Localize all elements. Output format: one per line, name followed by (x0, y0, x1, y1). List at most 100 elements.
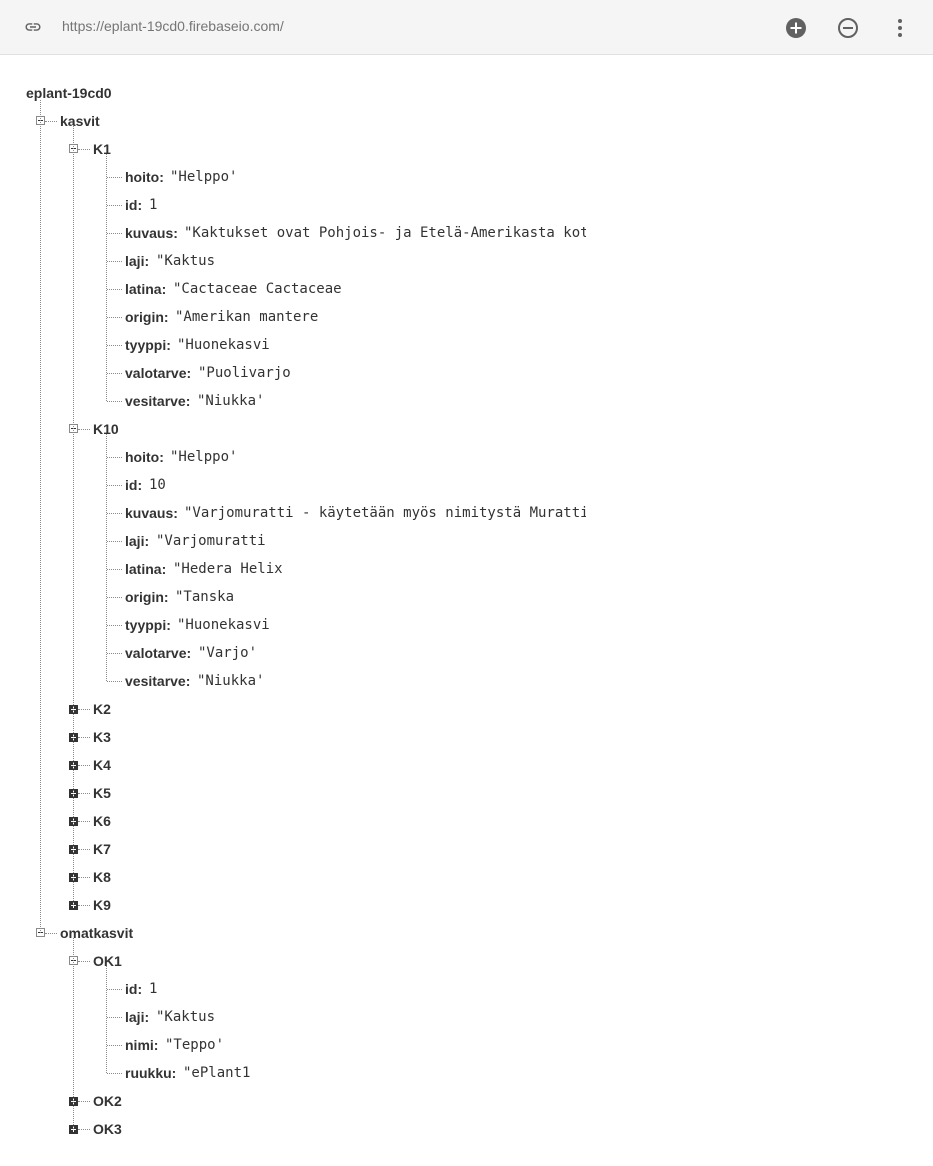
tree-line (107, 289, 122, 290)
field-value[interactable]: 1 (149, 197, 158, 213)
tree-line (78, 709, 90, 710)
more-vert-icon[interactable] (888, 16, 912, 40)
node-kasvit[interactable]: kasvit (60, 113, 100, 129)
tree-line (106, 966, 107, 1073)
tree-line (107, 457, 122, 458)
database-url: https://eplant-19cd0.firebaseio.com/ (62, 18, 284, 34)
field-value[interactable]: 10 (149, 477, 166, 493)
field-value[interactable]: "Varjomuratti - käytetään myös nimitystä… (184, 505, 586, 521)
field-value[interactable]: "Huonekasvi (177, 337, 270, 353)
field-value[interactable]: "Niukka' (197, 393, 265, 409)
field-key: kuvaus: (125, 225, 178, 241)
tree-line (73, 126, 74, 905)
tree-line (73, 938, 74, 1129)
tree-line (78, 793, 90, 794)
tree-line (78, 149, 90, 150)
field-value[interactable]: "Cactaceae Cactaceae (173, 281, 342, 297)
node-OK1[interactable]: OK1 (93, 953, 122, 969)
field-value[interactable]: "Varjomuratti (156, 533, 266, 549)
node-K8[interactable]: K8 (93, 869, 111, 885)
tree-line (78, 429, 90, 430)
field-key: id: (125, 477, 143, 493)
field-key: id: (125, 197, 143, 213)
tree-line (107, 1045, 122, 1046)
field-key: origin: (125, 309, 169, 325)
node-K10[interactable]: K10 (93, 421, 119, 437)
tree-line (107, 261, 122, 262)
root-node-label: eplant-19cd0 (26, 85, 112, 101)
field-value[interactable]: 1 (149, 981, 158, 997)
node-K2[interactable]: K2 (93, 701, 111, 717)
field-value[interactable]: "Kaktus (156, 1009, 216, 1025)
node-K7[interactable]: K7 (93, 841, 111, 857)
tree-line (107, 513, 122, 514)
tree-line (107, 989, 122, 990)
field-key: valotarve: (125, 365, 192, 381)
remove-circle-icon[interactable] (836, 16, 860, 40)
tree-line (45, 933, 57, 934)
tree-line (107, 1073, 122, 1074)
field-value[interactable]: "Huonekasvi (177, 617, 270, 633)
node-OK3[interactable]: OK3 (93, 1121, 122, 1137)
field-key: nimi: (125, 1037, 159, 1053)
tree-line (78, 1101, 90, 1102)
node-K5[interactable]: K5 (93, 785, 111, 801)
field-key: laji: (125, 253, 150, 269)
field-value[interactable]: "ePlant1 (183, 1065, 251, 1081)
field-value[interactable]: "Kaktus (156, 253, 216, 269)
tree-line (107, 233, 122, 234)
node-omatkasvit[interactable]: omatkasvit (60, 925, 134, 941)
field-value[interactable]: "Helppo' (170, 449, 238, 465)
node-K4[interactable]: K4 (93, 757, 111, 773)
tree-line (78, 877, 90, 878)
link-icon (25, 23, 41, 31)
field-value[interactable]: "Tanska (175, 589, 235, 605)
field-key: tyyppi: (125, 337, 171, 353)
toolbar: https://eplant-19cd0.firebaseio.com/ (0, 0, 933, 55)
node-K3[interactable]: K3 (93, 729, 111, 745)
tree-line (78, 737, 90, 738)
field-value[interactable]: "Kaktukset ovat Pohjois- ja Etelä-Amerik… (184, 225, 586, 241)
tree-line (107, 597, 122, 598)
field-value[interactable]: "Niukka' (197, 673, 265, 689)
node-K9[interactable]: K9 (93, 897, 111, 913)
tree-line (107, 205, 122, 206)
tree-line (78, 961, 90, 962)
field-key: kuvaus: (125, 505, 178, 521)
field-value[interactable]: "Hedera Helix (173, 561, 283, 577)
tree-line (107, 373, 122, 374)
tree-line (107, 541, 122, 542)
tree-line (78, 1129, 90, 1130)
field-key: latina: (125, 561, 167, 577)
tree-line (107, 1017, 122, 1018)
node-OK2[interactable]: OK2 (93, 1093, 122, 1109)
tree-line (106, 434, 107, 681)
field-key: tyyppi: (125, 617, 171, 633)
tree-line (78, 765, 90, 766)
field-value[interactable]: "Helppo' (170, 169, 238, 185)
tree-line (107, 625, 122, 626)
tree-line (78, 905, 90, 906)
tree-line (107, 485, 122, 486)
field-value[interactable]: "Teppo' (165, 1037, 225, 1053)
field-key: laji: (125, 1009, 150, 1025)
field-key: vesitarve: (125, 673, 191, 689)
field-value[interactable]: "Puolivarjo (198, 365, 291, 381)
field-key: id: (125, 981, 143, 997)
field-key: valotarve: (125, 645, 192, 661)
field-key: latina: (125, 281, 167, 297)
field-value[interactable]: "Amerikan mantere (175, 309, 319, 325)
field-key: laji: (125, 533, 150, 549)
tree-line (78, 849, 90, 850)
tree-line (107, 681, 122, 682)
add-circle-icon[interactable] (784, 16, 808, 40)
field-key: ruukku: (125, 1065, 177, 1081)
tree-line (45, 121, 57, 122)
tree-line (107, 177, 122, 178)
tree-line (107, 569, 122, 570)
tree-line (107, 401, 122, 402)
field-value[interactable]: "Varjo' (198, 645, 258, 661)
tree-line (40, 100, 41, 933)
node-K1[interactable]: K1 (93, 141, 111, 157)
node-K6[interactable]: K6 (93, 813, 111, 829)
